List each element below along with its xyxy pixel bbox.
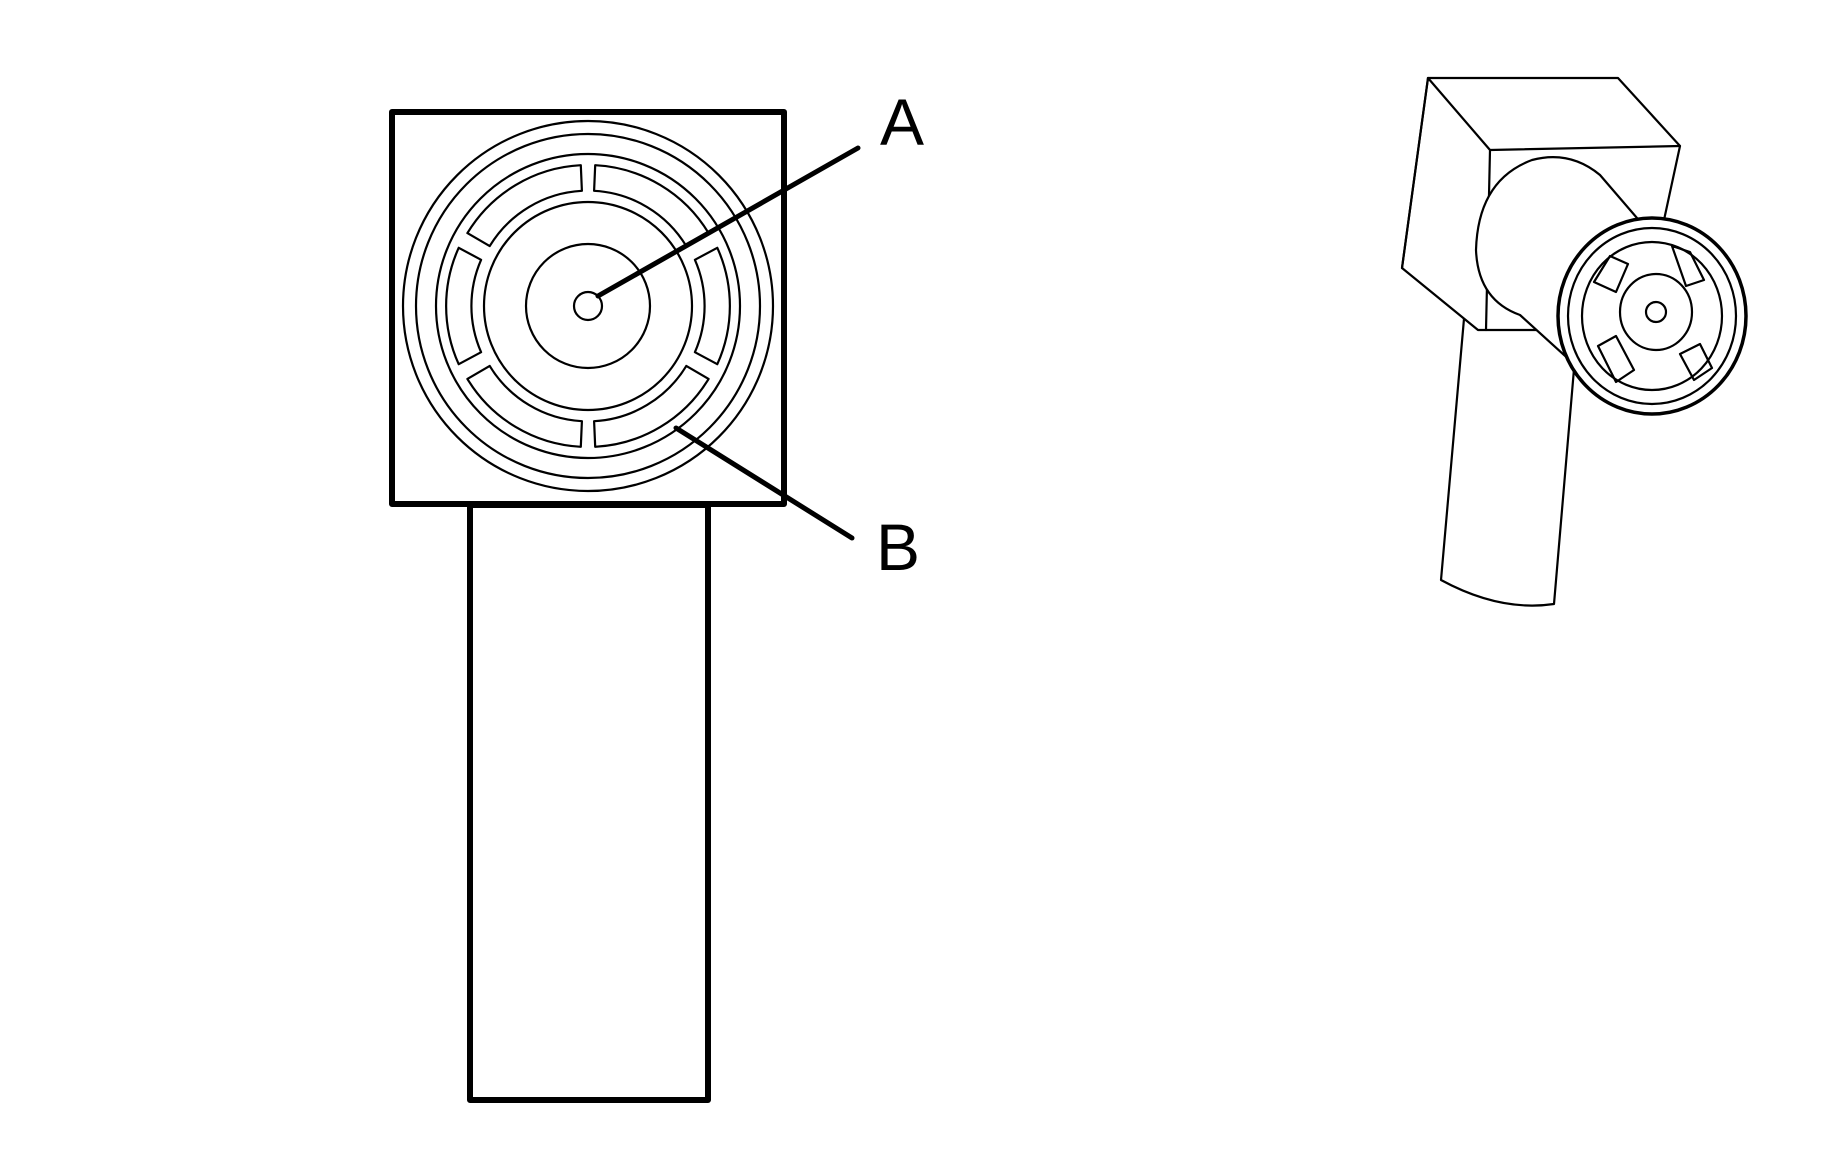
connector-isometric-view [1400, 76, 1748, 607]
insulator-ring [482, 200, 694, 412]
iso-barrel-face-inner [1566, 226, 1738, 406]
outer-ring [401, 119, 775, 493]
callout-b-leader [673, 425, 855, 541]
callout-a-label: A [880, 85, 924, 159]
iso-spring-ring [1580, 240, 1724, 392]
center-pin [572, 290, 604, 322]
callout-a-leader [595, 145, 861, 299]
cable-stem [467, 502, 711, 1103]
spring-contact-segments [445, 164, 731, 448]
iso-center-pin [1644, 300, 1668, 324]
callout-b-label: B [876, 510, 920, 584]
iso-spring-contacts [1592, 244, 1714, 384]
middle-ring [434, 152, 742, 460]
iso-cable-stem [1439, 294, 1580, 607]
outer-ring-inner [414, 132, 762, 480]
connector-front-view [389, 109, 787, 1103]
